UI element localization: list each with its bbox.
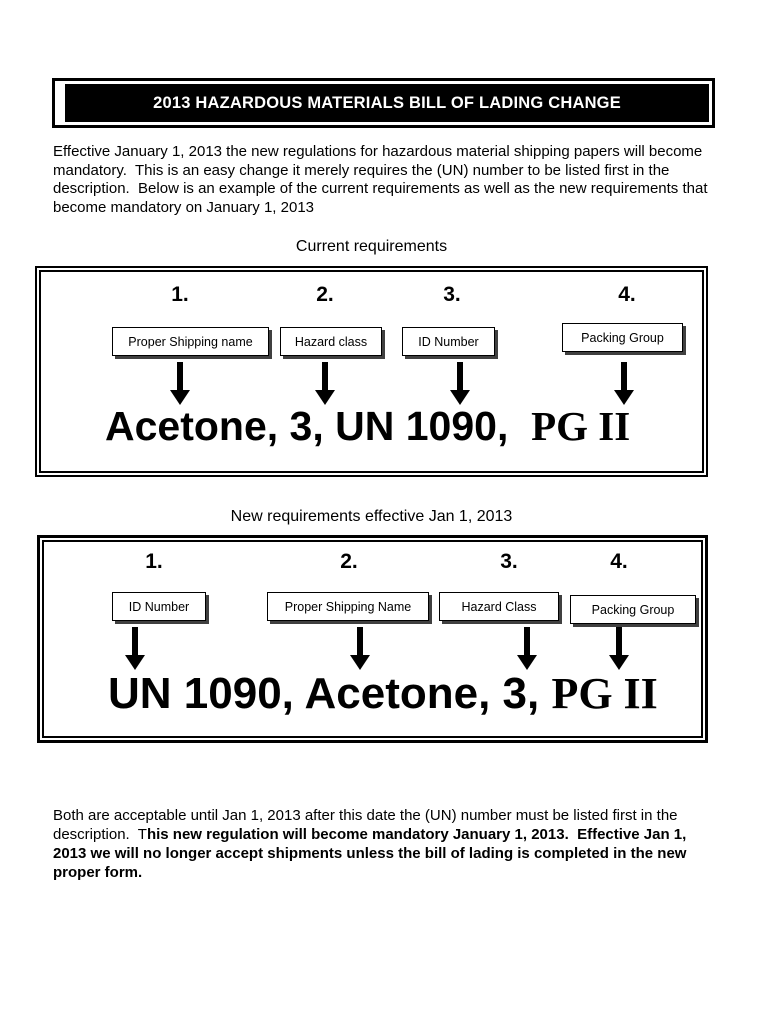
new-step-number-4: 4. (610, 550, 628, 573)
current-field-label-box: Packing Group (562, 323, 683, 352)
new-example-pg: PG II (551, 669, 658, 718)
down-arrow-icon (614, 362, 634, 405)
new-field-label-box: Proper Shipping Name (267, 592, 429, 621)
current-example-main: Acetone, 3, UN 1090, (105, 403, 532, 449)
new-example-main: UN 1090, Acetone, 3, (108, 669, 552, 718)
down-arrow-icon (517, 627, 537, 670)
header-banner: 2013 HAZARDOUS MATERIALS BILL OF LADING … (52, 78, 715, 128)
current-step-number-1: 1. (171, 283, 189, 306)
new-step-number-2: 2. (340, 550, 358, 573)
down-arrow-icon (450, 362, 470, 405)
footer-paragraph: Both are acceptable until Jan 1, 2013 af… (53, 806, 715, 882)
down-arrow-icon (170, 362, 190, 405)
new-field-label-box: ID Number (112, 592, 206, 621)
new-step-number-3: 3. (500, 550, 518, 573)
new-example-text: UN 1090, Acetone, 3, PG II (108, 668, 658, 719)
current-requirements-heading: Current requirements (295, 238, 448, 255)
header-bar: 2013 HAZARDOUS MATERIALS BILL OF LADING … (65, 84, 709, 122)
down-arrow-icon (350, 627, 370, 670)
current-step-number-2: 2. (316, 283, 334, 306)
down-arrow-icon (125, 627, 145, 670)
new-step-number-1: 1. (145, 550, 163, 573)
current-step-number-4: 4. (618, 283, 636, 306)
page-title: 2013 HAZARDOUS MATERIALS BILL OF LADING … (153, 93, 621, 112)
current-step-number-3: 3. (443, 283, 461, 306)
new-requirements-heading: New requirements effective Jan 1, 2013 (230, 508, 513, 525)
new-requirements-box-inner: 1. 2. 3. 4. ID Number Proper Shipping Na… (42, 540, 703, 738)
footer-bold-text: his new regulation will become mandatory… (53, 826, 691, 881)
current-requirements-box-inner: 1. 2. 3. 4. Proper Shipping name Hazard … (39, 270, 704, 473)
down-arrow-icon (315, 362, 335, 405)
current-requirements-box: 1. 2. 3. 4. Proper Shipping name Hazard … (35, 266, 708, 477)
current-field-label-box: Proper Shipping name (112, 327, 269, 356)
intro-paragraph: Effective January 1, 2013 the new regula… (53, 143, 712, 216)
footer-normal-text: Both are acceptable until Jan 1, 2013 af… (53, 807, 682, 843)
current-field-label-box: Hazard class (280, 327, 382, 356)
new-requirements-box: 1. 2. 3. 4. ID Number Proper Shipping Na… (37, 535, 708, 743)
new-field-label-box: Packing Group (570, 595, 696, 624)
current-example-text: Acetone, 3, UN 1090, PG II (105, 402, 630, 450)
down-arrow-icon (609, 627, 629, 670)
new-field-label-box: Hazard Class (439, 592, 559, 621)
current-field-label-box: ID Number (402, 327, 495, 356)
current-example-pg: PG II (531, 403, 631, 449)
